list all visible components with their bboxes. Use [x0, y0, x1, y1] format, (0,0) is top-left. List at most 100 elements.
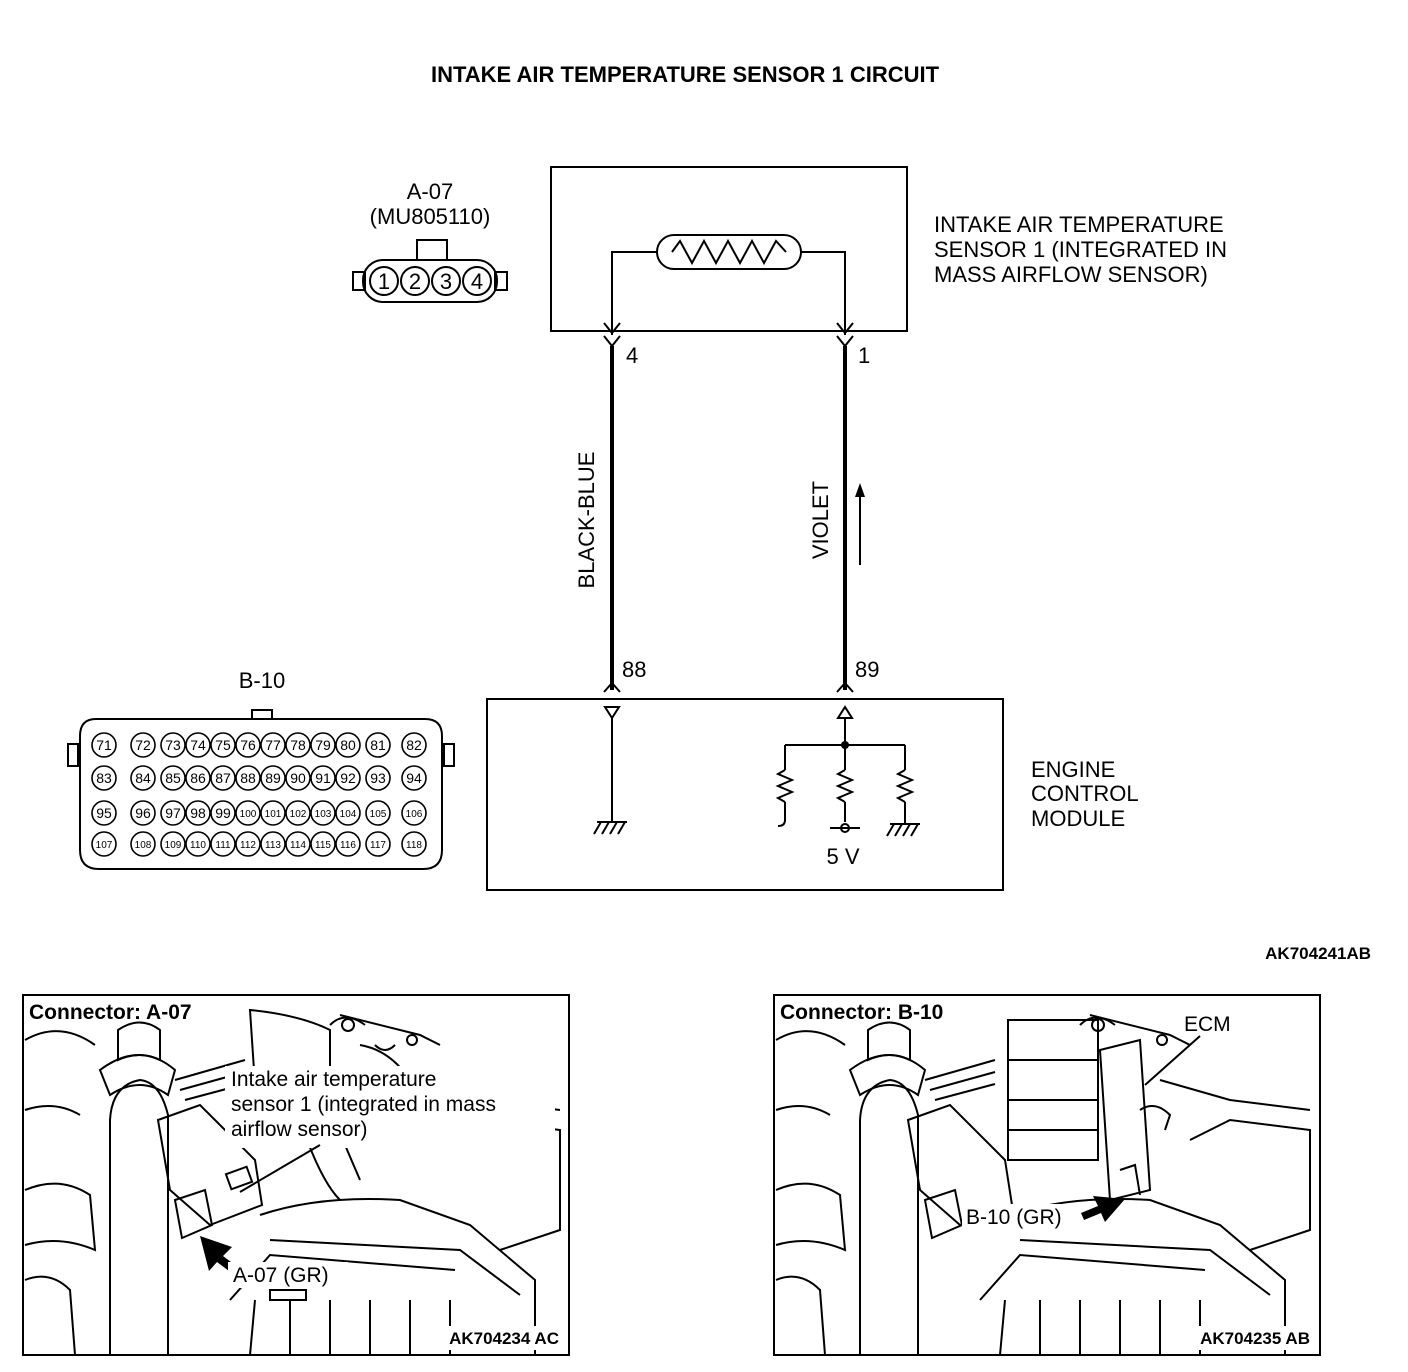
- connector-b10-pin: 109: [160, 831, 186, 857]
- connector-b10-pin: 110: [185, 831, 211, 857]
- connector-b10-pin-number: 117: [370, 840, 386, 851]
- ecm-resistor-left: [775, 769, 795, 803]
- ecm-label-line2: CONTROL: [1031, 781, 1139, 806]
- sensor-label-line3: MASS AIRFLOW SENSOR): [934, 262, 1208, 287]
- connector-a07-side-tab-left: [352, 271, 366, 291]
- photo-a07-frame: [22, 994, 570, 1356]
- sensor-box: INTAKE AIR TEMPERATURE SENSOR 1 (INTEGRA…: [550, 166, 1227, 348]
- connector-b10-pin-number: 103: [315, 809, 332, 820]
- terminal-arrow-4: [603, 322, 621, 335]
- photo-a07-connector-label: A-07 (GR): [233, 1264, 329, 1287]
- connector-b10-latch: [251, 709, 273, 720]
- ecm-pin-89-label: 89: [855, 657, 879, 682]
- connector-a07-body: [362, 259, 498, 303]
- connector-b10-pin: 117: [365, 831, 391, 857]
- connector-b10-pin-number: 81: [370, 737, 386, 753]
- sensor-label-line1: INTAKE AIR TEMPERATURE: [934, 212, 1224, 237]
- connector-b10-pin: 79: [310, 732, 336, 758]
- connector-b10-pin-number: 101: [265, 809, 282, 820]
- connector-b10-pin-number: 108: [135, 840, 152, 851]
- connector-b10-pin-number: 107: [96, 840, 113, 851]
- photo-a07-code: AK704234 AC: [449, 1329, 559, 1348]
- connector-b10-pin: 78: [285, 732, 311, 758]
- connector-b10-pin: 105: [365, 800, 391, 826]
- connector-b10-pin-number: 96: [135, 805, 151, 821]
- connector-b10-pin: 108: [130, 831, 156, 857]
- connector-b10-pin-number: 90: [290, 770, 306, 786]
- connector-b10-pin: 114: [285, 831, 311, 857]
- connector-a07-pin-number: 1: [378, 269, 390, 294]
- sensor-label-line2: SENSOR 1 (INTEGRATED IN: [934, 237, 1227, 262]
- ecm-label-line1: ENGINE: [1031, 757, 1115, 782]
- connector-a07-pin-number: 3: [440, 269, 452, 294]
- connector-b10-pin-number: 106: [406, 809, 423, 820]
- connector-b10-pin: 83: [91, 765, 117, 791]
- connector-b10-pin: 106: [401, 800, 427, 826]
- connector-b10-pin-number: 79: [315, 737, 331, 753]
- connector-b10-pin: 96: [130, 800, 156, 826]
- photo-a07-note-line2: sensor 1 (integrated in mass: [231, 1093, 496, 1116]
- connector-b10-pin: 100: [235, 800, 261, 826]
- connector-b10-pin: 102: [285, 800, 311, 826]
- connector-b10-pin: 91: [310, 765, 336, 791]
- connector-b10-pin: 85: [160, 765, 186, 791]
- connector-b10-pin: 76: [235, 732, 261, 758]
- connector-a07-part-number: (MU805110): [370, 204, 491, 229]
- photo-b10-code-background: [1186, 1326, 1314, 1350]
- connector-b10-pin-number: 102: [290, 809, 307, 820]
- connector-b10-pin: 113: [260, 831, 286, 857]
- ecm-ground-hatch-right: [886, 823, 919, 837]
- connector-a07-pin: 3: [431, 266, 461, 296]
- photo-a07-heading: Connector: A-07: [29, 1001, 192, 1024]
- connector-b10-pin-number: 95: [96, 805, 112, 821]
- connector-b10-side-tab-right: [443, 743, 455, 767]
- photo-b10-ecm-label: ECM: [1184, 1013, 1231, 1036]
- thermistor-body: [656, 234, 802, 270]
- connector-b10-pin: 116: [335, 831, 361, 857]
- connector-b10-pin-number: 115: [315, 840, 331, 851]
- photo-b10-connector-label: B-10 (GR): [966, 1206, 1062, 1229]
- terminal-arrow-1: [836, 322, 854, 335]
- connector-b10-pin-number: 110: [190, 840, 206, 851]
- connector-b10-pin-number: 83: [96, 770, 112, 786]
- connector-b10-pin-number: 80: [340, 737, 356, 753]
- photo-a07-note-line3: airflow sensor): [231, 1118, 368, 1141]
- connector-b10-pin: 93: [365, 765, 391, 791]
- ecm-resistor-center: [835, 769, 855, 803]
- connector-b10-pin-number: 118: [406, 840, 422, 851]
- photo-a07-leader-line: [239, 1144, 321, 1193]
- connector-b10-pin: 72: [130, 732, 156, 758]
- sensor-pin-4-label: 4: [626, 343, 638, 368]
- ecm-ground-hatch: [593, 821, 626, 835]
- photo-b10-ecm-label-background: [1180, 1012, 1242, 1036]
- connector-b10-pin-number: 87: [215, 770, 231, 786]
- connector-b10-pin-number: 113: [265, 840, 281, 851]
- connector-a07-pin-number: 4: [471, 269, 483, 294]
- connector-b10-pin: 84: [130, 765, 156, 791]
- connector-a07-pin-number: 2: [409, 269, 421, 294]
- connector-b10-pin: 71: [91, 732, 117, 758]
- photo-b10-frame: [773, 994, 1321, 1356]
- connector-b10-pin-number: 74: [190, 737, 206, 753]
- connector-b10-pin: 118: [401, 831, 427, 857]
- ecm-terminal-arrow-89: [836, 681, 854, 693]
- connector-b10-pin-number: 93: [370, 770, 386, 786]
- wire-color-violet: VIOLET: [808, 481, 833, 559]
- connector-b10-pin: 99: [210, 800, 236, 826]
- connector-b10-pin-number: 73: [165, 737, 181, 753]
- connector-b10-pin-number: 109: [165, 840, 182, 851]
- connector-b10-pin: 103: [310, 800, 336, 826]
- photo-b10-heading: Connector: B-10: [780, 1001, 943, 1024]
- ecm-label-line3: MODULE: [1031, 806, 1125, 831]
- connector-b10-pin-number: 98: [190, 805, 206, 821]
- connector-b10-pin: 75: [210, 732, 236, 758]
- connector-b10-pin: 95: [91, 800, 117, 826]
- connector-b10-pin-number: 77: [265, 737, 281, 753]
- photo-b10-code: AK704235 AB: [1200, 1329, 1310, 1348]
- sensor-pin-1-label: 1: [858, 343, 870, 368]
- photo-b10-connector-label-background: [962, 1204, 1080, 1230]
